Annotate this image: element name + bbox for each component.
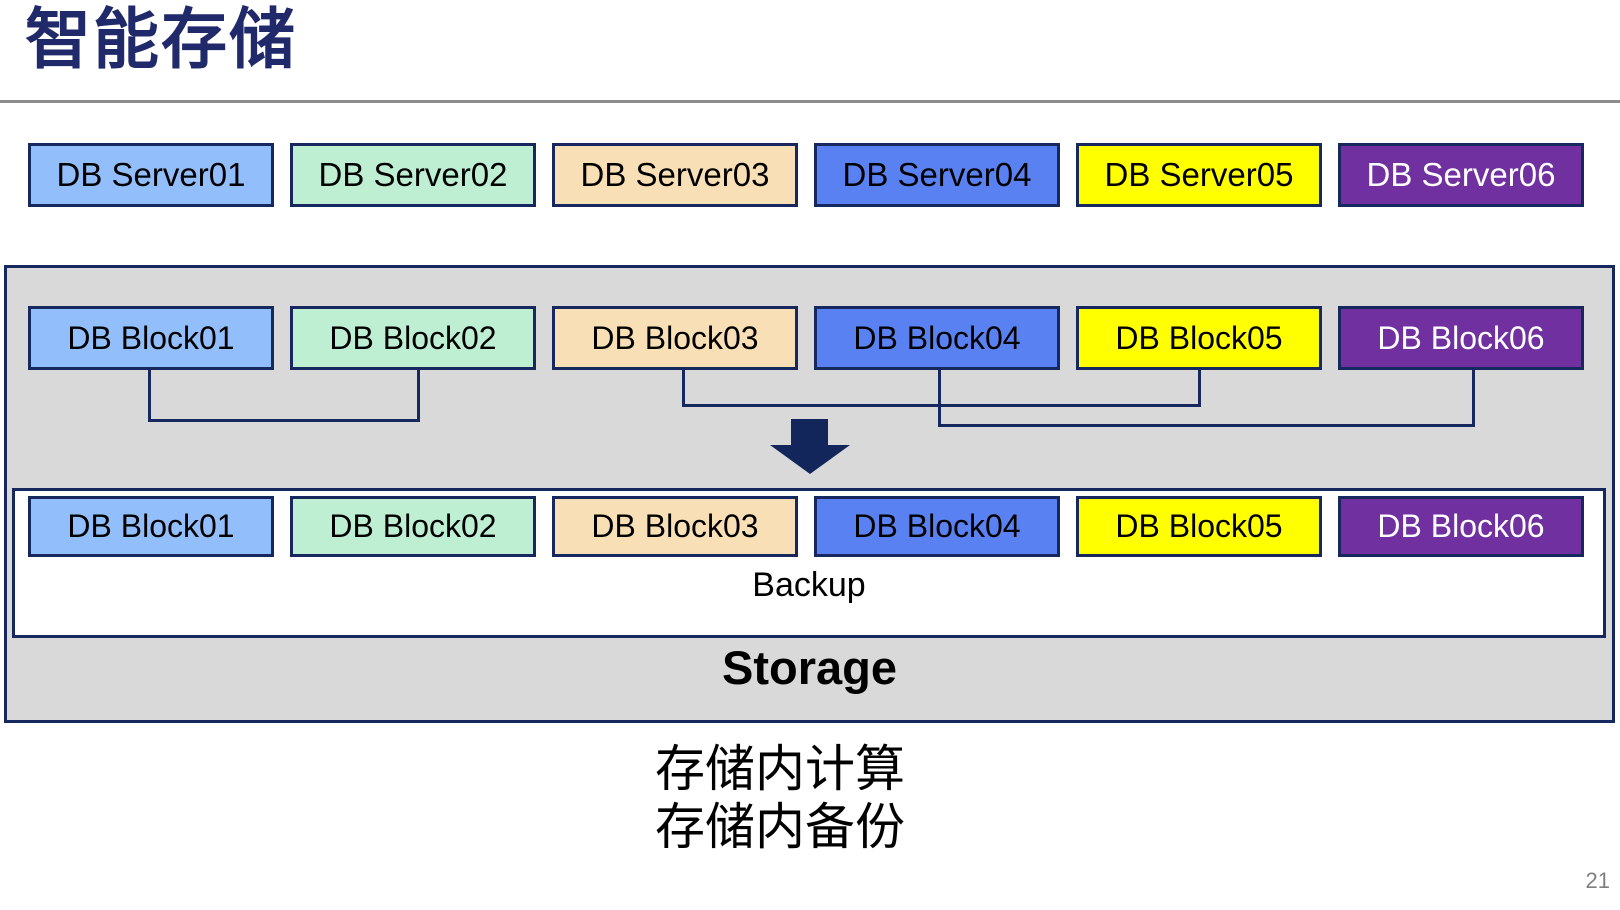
box-db-server06: DB Server06	[1338, 143, 1584, 207]
caption-line1: 存储内计算	[655, 741, 905, 797]
down-arrow-shaft	[791, 419, 828, 446]
box-db-server02: DB Server02	[290, 143, 536, 207]
box-db-block03-top: DB Block03	[552, 306, 798, 370]
box-db-block05-bottom: DB Block05	[1076, 496, 1322, 557]
storage-label: Storage	[722, 641, 897, 694]
connector-line	[1472, 370, 1475, 427]
caption: 存储内计算 存储内备份	[655, 740, 905, 856]
box-db-block06-top: DB Block06	[1338, 306, 1584, 370]
box-db-block02-bottom: DB Block02	[290, 496, 536, 557]
connector-line	[148, 370, 151, 422]
title-divider	[0, 100, 1620, 103]
box-db-block01-bottom: DB Block01	[28, 496, 274, 557]
box-db-block06-bottom: DB Block06	[1338, 496, 1584, 557]
box-db-block05-top: DB Block05	[1076, 306, 1322, 370]
backup-label: Backup	[752, 566, 866, 604]
box-db-server04: DB Server04	[814, 143, 1060, 207]
connector-line	[682, 404, 1201, 407]
box-db-block01-top: DB Block01	[28, 306, 274, 370]
connector-line	[417, 370, 420, 422]
connector-line	[938, 370, 941, 427]
box-db-server03: DB Server03	[552, 143, 798, 207]
box-db-server01: DB Server01	[28, 143, 274, 207]
page-number: 21	[1585, 868, 1610, 893]
box-db-block03-bottom: DB Block03	[552, 496, 798, 557]
box-db-server05: DB Server05	[1076, 143, 1322, 207]
connector-line	[938, 424, 1475, 427]
page-title: 智能存储	[25, 2, 297, 76]
caption-line2: 存储内备份	[655, 799, 905, 855]
connector-line	[682, 370, 685, 407]
down-arrow-head	[770, 445, 850, 474]
connector-line	[148, 419, 420, 422]
box-db-block02-top: DB Block02	[290, 306, 536, 370]
connector-line	[1198, 370, 1201, 407]
box-db-block04-bottom: DB Block04	[814, 496, 1060, 557]
box-db-block04-top: DB Block04	[814, 306, 1060, 370]
